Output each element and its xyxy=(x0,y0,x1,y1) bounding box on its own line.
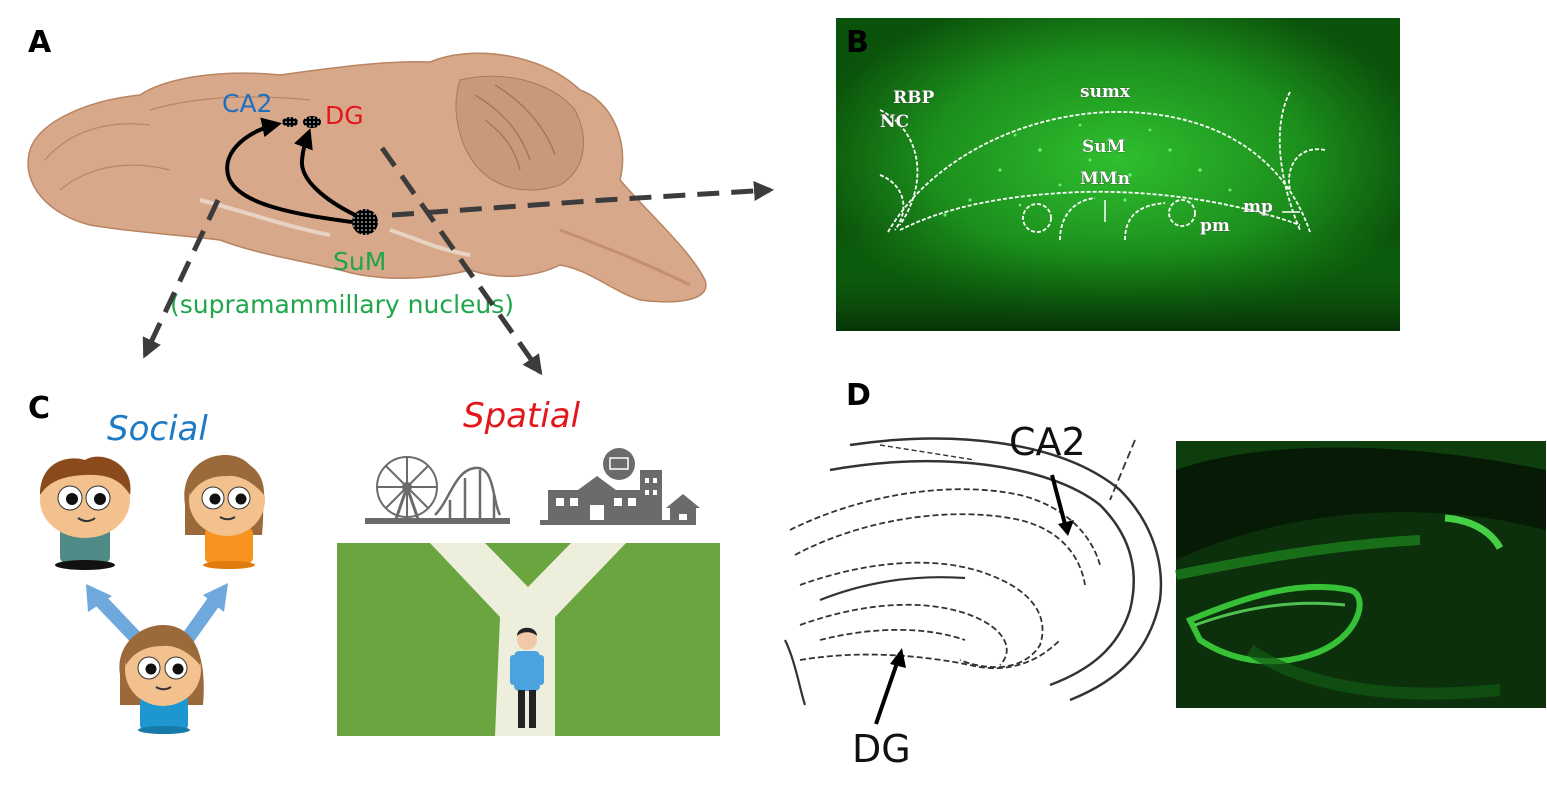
sum-to-ca2-arrow xyxy=(225,117,353,224)
girl-cartoon-right xyxy=(184,455,265,569)
girl-cartoon-bottom xyxy=(119,625,204,734)
panel-letter-c: C xyxy=(28,391,50,426)
label-social: Social xyxy=(107,409,208,449)
panel-letter-a: A xyxy=(28,25,52,60)
label-ca2-d: CA2 xyxy=(1009,420,1086,464)
panel-d: D CA2 DG xyxy=(782,378,1546,771)
cerebellum xyxy=(455,75,584,191)
panel-a: A CA2 DG SuM (supramammillary nucleus) xyxy=(27,25,774,376)
boy-cartoon xyxy=(40,456,131,570)
atlas-label-pm: pm xyxy=(1200,216,1230,236)
roller-coaster-icon xyxy=(434,466,502,522)
atlas-label-rbp: RBP xyxy=(893,88,934,108)
labeled-cells xyxy=(943,118,1252,217)
arrow-dg-d xyxy=(890,648,906,668)
label-spatial: Spatial xyxy=(463,396,581,436)
ca2-spot xyxy=(282,117,298,127)
atlas-label-mp: mp xyxy=(1243,197,1273,217)
arrow-to-social xyxy=(142,198,221,359)
label-dg-a: DG xyxy=(325,101,364,130)
amusement-ground xyxy=(365,518,510,524)
arrow-to-spatial xyxy=(379,146,543,376)
label-sum-full: (supramammillary nucleus) xyxy=(170,290,514,319)
sum-spot xyxy=(352,209,378,235)
atlas-label-nc: NC xyxy=(880,112,909,132)
atlas-label-sumx: sumx xyxy=(1080,82,1131,102)
arrow-ca2-d xyxy=(1058,520,1074,536)
arrow-to-panel-b xyxy=(391,180,774,218)
ca2-fluorescent-band xyxy=(1444,514,1504,550)
dg-fluorescent-band xyxy=(1185,583,1363,665)
atlas-outline xyxy=(879,91,1326,241)
arrow-to-girl xyxy=(203,583,228,612)
brain-section xyxy=(27,52,707,303)
hospital-icon xyxy=(548,448,662,525)
panel-b: RBP NC sumx SuM MMn mp pm B xyxy=(836,18,1400,331)
label-ca2-a: CA2 xyxy=(222,89,272,118)
label-sum-a: SuM xyxy=(333,247,386,276)
hippocampus-atlas-drawing xyxy=(782,437,1163,706)
label-dg-d: DG xyxy=(852,727,911,771)
panel-letter-b: B xyxy=(846,25,869,60)
atlas-label-sum: SuM xyxy=(1082,137,1126,157)
ferris-wheel-icon xyxy=(376,456,438,523)
dg-spot xyxy=(303,116,321,128)
atlas-label-mmn: MMn xyxy=(1080,169,1130,189)
sum-to-dg-arrow xyxy=(294,128,356,217)
panel-letter-d: D xyxy=(846,378,871,413)
panel-c: C Social Spatial xyxy=(28,391,720,736)
arrow-to-boy xyxy=(86,584,112,612)
walking-person xyxy=(510,627,544,728)
